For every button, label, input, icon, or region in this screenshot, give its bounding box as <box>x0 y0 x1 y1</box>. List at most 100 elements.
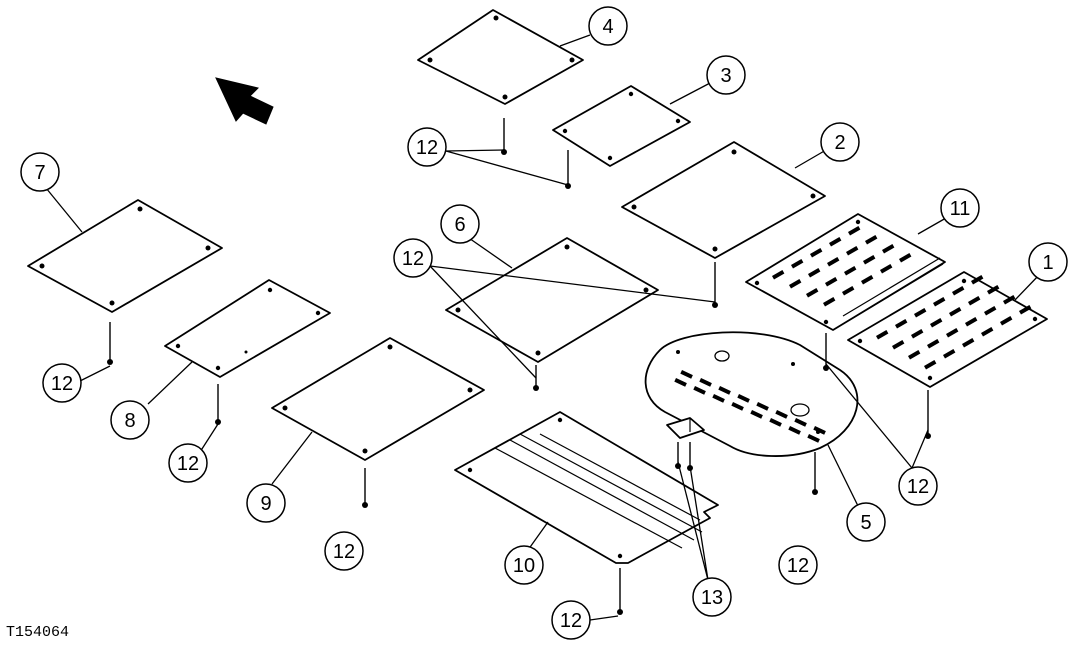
callout-12: 12 <box>898 466 938 506</box>
vent-slot <box>846 246 859 256</box>
vent-slot <box>895 318 908 329</box>
slotted-panel-part-1 <box>847 271 1048 388</box>
direction-arrow-icon <box>215 77 274 125</box>
drawing-id-label: T154064 <box>6 624 70 641</box>
svg-text:8: 8 <box>124 410 135 432</box>
svg-text:3: 3 <box>720 65 731 87</box>
callout-8: 8 <box>110 400 150 440</box>
vent-slot <box>865 234 878 245</box>
svg-text:13: 13 <box>701 587 723 609</box>
svg-text:5: 5 <box>860 512 871 534</box>
vent-slot <box>737 394 750 403</box>
callout-6: 6 <box>440 204 480 244</box>
vent-slot <box>693 386 706 395</box>
vent-slot <box>674 377 687 387</box>
vent-slot <box>844 265 857 276</box>
vent-slot <box>924 360 937 370</box>
vent-slot <box>911 329 924 339</box>
svg-text:11: 11 <box>950 198 971 220</box>
svg-text:12: 12 <box>560 610 582 632</box>
callout-2: 2 <box>820 122 860 162</box>
vent-slot <box>981 327 994 337</box>
callout-12: 12 <box>393 238 433 278</box>
svg-text:2: 2 <box>834 132 845 154</box>
vent-slot <box>791 258 804 269</box>
vent-slot <box>930 318 943 328</box>
vent-slot <box>788 426 801 435</box>
panel-part-3 <box>552 85 691 167</box>
vent-slot <box>769 418 782 427</box>
svg-text:12: 12 <box>51 373 73 395</box>
vent-slot <box>892 339 905 350</box>
bolt-head <box>812 489 818 495</box>
svg-text:1: 1 <box>1042 252 1053 274</box>
vent-slot <box>829 237 842 247</box>
vent-slot <box>794 418 807 427</box>
vent-slot <box>731 402 744 411</box>
vent-slot <box>718 386 731 395</box>
vent-slot <box>943 348 956 359</box>
vent-slot <box>842 286 855 296</box>
callout-12: 12 <box>407 127 447 167</box>
panel-part-2 <box>621 141 826 259</box>
vent-slot <box>810 248 823 258</box>
svg-text:12: 12 <box>177 453 199 475</box>
vent-slot <box>880 264 893 274</box>
panel-part-7 <box>27 199 223 313</box>
vent-slot <box>927 339 940 349</box>
vent-slot <box>876 330 889 340</box>
vent-slot <box>756 402 769 411</box>
vent-slot <box>789 279 802 289</box>
callout-9: 9 <box>246 483 286 523</box>
vent-slot <box>712 394 725 403</box>
panel-part-4 <box>417 9 584 105</box>
vent-slot <box>750 410 763 419</box>
vent-slot <box>823 297 836 307</box>
vent-slot <box>965 316 978 327</box>
vent-slot <box>952 286 965 296</box>
callout-12: 12 <box>551 600 591 640</box>
svg-text:6: 6 <box>454 214 465 236</box>
panel-part-6 <box>445 237 659 363</box>
svg-text:10: 10 <box>513 555 535 577</box>
callout-12: 12 <box>168 443 208 483</box>
vent-slot <box>987 285 1000 295</box>
vent-slot <box>806 288 819 298</box>
callout-7: 7 <box>20 152 60 192</box>
rounded-plate-part-5 <box>644 331 859 457</box>
vent-slot <box>971 275 984 285</box>
svg-text:12: 12 <box>402 248 424 270</box>
callout-12: 12 <box>778 545 818 585</box>
panel-part-9 <box>271 337 485 461</box>
callout-12: 12 <box>42 363 82 403</box>
bolt-head <box>362 502 368 508</box>
svg-text:12: 12 <box>787 555 809 577</box>
channel-plate-part-10 <box>454 411 719 564</box>
vent-slot <box>1000 316 1013 326</box>
vent-slot <box>848 226 861 236</box>
vent-slot <box>813 426 826 435</box>
vent-slot <box>968 296 981 306</box>
bolts-group <box>107 118 931 615</box>
callout-4: 4 <box>588 6 628 46</box>
vent-slot <box>933 297 946 307</box>
callout-1: 1 <box>1028 242 1068 282</box>
callout-10: 10 <box>504 545 544 585</box>
vent-slot <box>962 338 975 348</box>
vent-slot <box>1019 305 1032 315</box>
leader-lines <box>45 34 1041 621</box>
svg-text:9: 9 <box>260 493 271 515</box>
callout-11: 11 <box>940 188 980 228</box>
vent-slot <box>772 270 785 280</box>
vent-slot <box>861 274 874 285</box>
vent-slot <box>680 370 693 379</box>
svg-text:12: 12 <box>416 137 438 159</box>
callout-13: 13 <box>692 577 732 617</box>
vent-slot <box>908 350 921 360</box>
bolt-head <box>533 385 539 391</box>
vent-slot <box>863 255 876 265</box>
bolt-head <box>215 419 221 425</box>
vent-slot <box>946 328 959 338</box>
vent-slot <box>827 256 840 267</box>
